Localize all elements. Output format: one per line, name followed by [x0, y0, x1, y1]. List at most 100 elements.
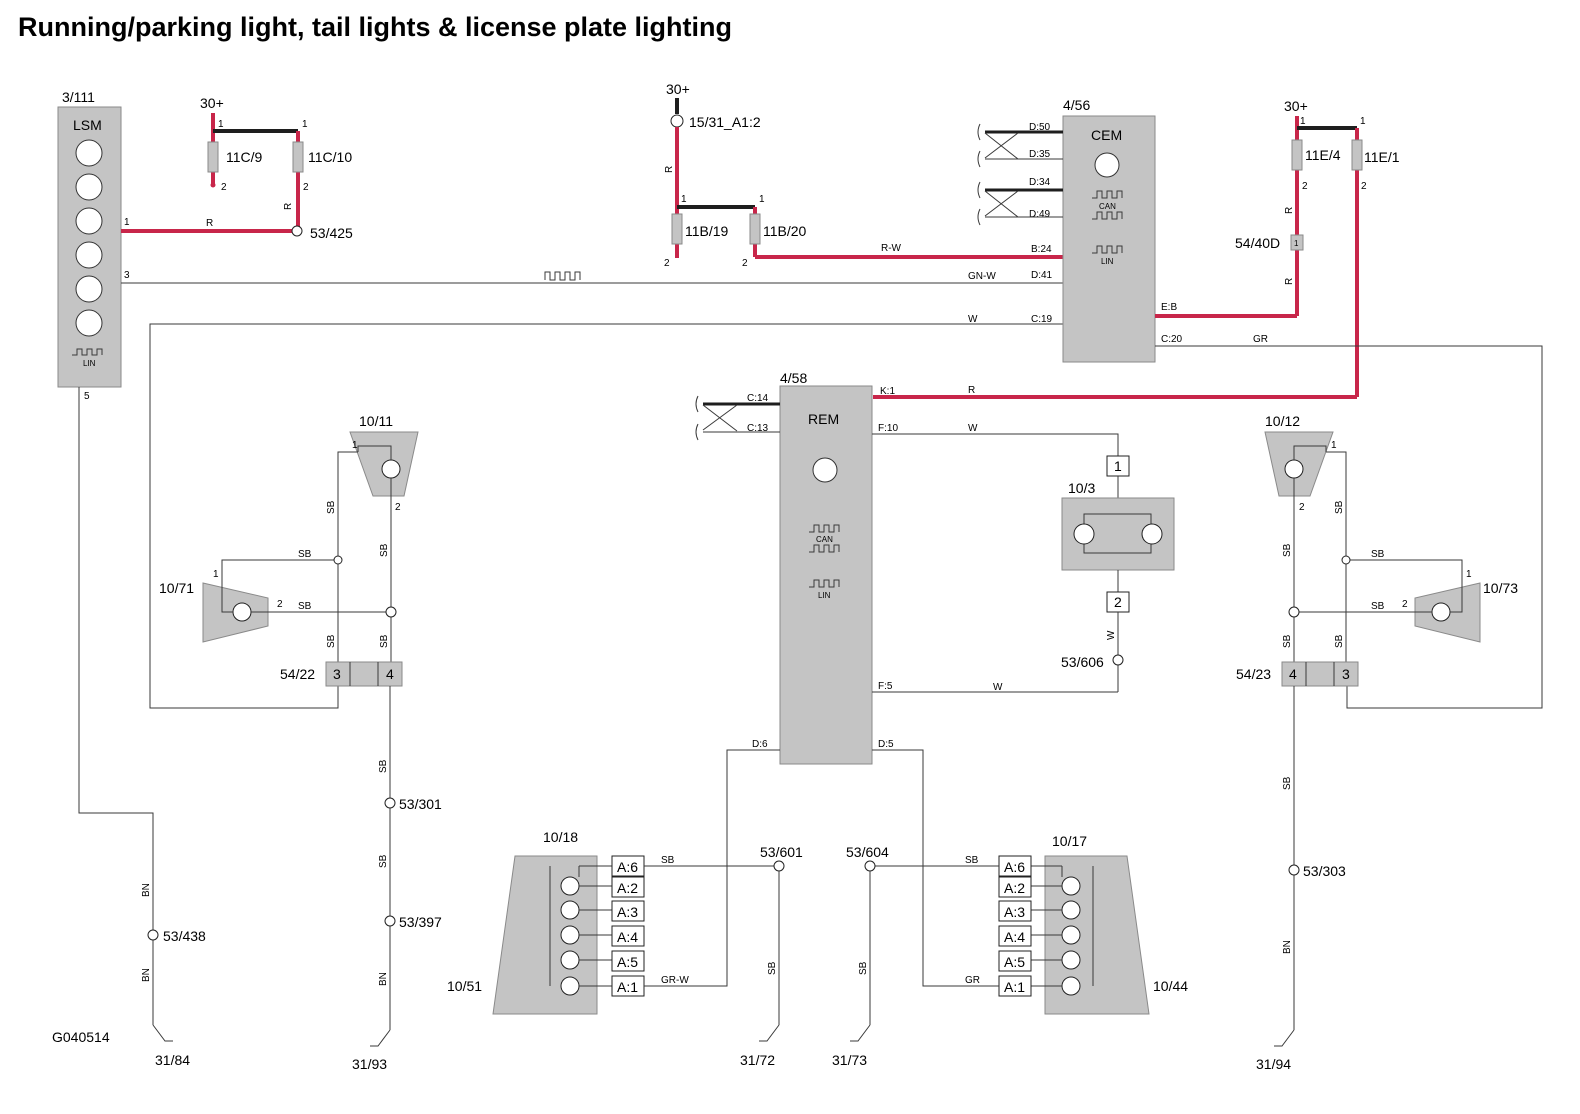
fuse-11e1-ref: 11E/1 [1364, 149, 1400, 165]
svg-text:1: 1 [759, 194, 765, 205]
cem-ref: 4/56 [1063, 97, 1090, 113]
lamp-10-51-ref: 10/51 [447, 978, 482, 994]
svg-text:2: 2 [277, 599, 283, 610]
splice-53-397 [384, 915, 396, 927]
ground-31-94: 31/94 [1256, 1056, 1291, 1072]
svg-text:SB: SB [1282, 776, 1293, 790]
svg-text:BN: BN [1282, 940, 1293, 954]
rear-left-lamp: 10/18 10/51 A:6 A:2 A:3 A:4 A:5 A:1 SB 5… [447, 749, 803, 1068]
lamp-10-12-ref: 10/12 [1265, 413, 1300, 429]
svg-text:R: R [1284, 207, 1295, 214]
fog-light-icon [75, 207, 103, 235]
svg-text:53/438: 53/438 [163, 928, 206, 944]
svg-text:1: 1 [1294, 239, 1299, 248]
svg-text:SB: SB [298, 601, 312, 612]
svg-text:SB: SB [326, 634, 337, 648]
splice-53-301 [384, 797, 396, 809]
rem-lin-icon [809, 579, 840, 588]
svg-text:3: 3 [333, 666, 341, 682]
svg-text:R: R [206, 218, 213, 229]
svg-text:SB: SB [1371, 601, 1385, 612]
svg-text:2: 2 [1299, 502, 1305, 513]
rear-right-bulb-2 [1061, 900, 1081, 920]
svg-text:2: 2 [395, 502, 401, 513]
rear-right-connector: A:6 A:2 A:3 A:4 A:5 A:1 [998, 855, 1032, 997]
fuse-11c9 [207, 141, 219, 173]
splice-53-303 [1288, 864, 1300, 876]
cem-transistor-icon [1094, 152, 1120, 178]
svg-text:SB: SB [1334, 500, 1345, 514]
fuse-11c10-ref: 11C/10 [308, 149, 352, 165]
ground-31-94-symbol [1274, 1029, 1295, 1047]
headlight-icon [75, 241, 103, 269]
lsm-lin-label: LIN [83, 359, 96, 368]
light-switch-icon [75, 139, 103, 167]
svg-text:A:5: A:5 [1004, 954, 1025, 970]
signal-waveform-icon [544, 271, 581, 281]
supply-30-middle: 30+ [666, 81, 690, 97]
svg-text:SB: SB [858, 961, 869, 975]
svg-text:SB: SB [378, 854, 389, 868]
svg-text:A:2: A:2 [1004, 880, 1025, 896]
fuse-group-right: 30+ 11E/4 11E/1 1 1 2 2 R 1 54/40D R R [873, 98, 1400, 399]
svg-text:2: 2 [221, 182, 227, 193]
transistor-icon [75, 309, 103, 337]
rear-left-bulb-3 [560, 925, 580, 945]
svg-text:53/397: 53/397 [399, 914, 442, 930]
svg-text:SB: SB [1282, 543, 1293, 557]
lsm-pin-1: 1 [124, 217, 130, 228]
svg-text:3: 3 [1342, 666, 1350, 682]
svg-text:1: 1 [213, 569, 219, 580]
rear-left-bulb-4 [560, 950, 580, 970]
front-right-lamps: 10/12 1 2 SB SB 10/73 1 2 SB SB SB SB 4 … [1236, 413, 1518, 1072]
cem-lin-icon [1092, 245, 1123, 254]
svg-text:A:4: A:4 [1004, 929, 1025, 945]
lamp-10-73-ref: 10/73 [1483, 580, 1518, 596]
svg-text:B:24: B:24 [1031, 244, 1052, 255]
svg-text:R: R [283, 203, 294, 210]
svg-text:D:34: D:34 [1029, 177, 1051, 188]
svg-text:D:49: D:49 [1029, 209, 1051, 220]
svg-text:R-W: R-W [881, 243, 902, 254]
lsm-ref: 3/111 [62, 89, 95, 105]
lsm-module: 3/111 LSM LIN 1 3 5 [57, 89, 130, 402]
svg-text:E:B: E:B [1161, 302, 1177, 313]
plate-bulb-left [1073, 523, 1095, 545]
ground-31-84: 31/84 [155, 1052, 190, 1068]
svg-text:W: W [993, 682, 1003, 693]
plate-lamp: 1 10/3 2 W 53/606 W [872, 455, 1175, 693]
fuse-11c9-ref: 11C/9 [226, 149, 263, 165]
svg-text:C:19: C:19 [1031, 314, 1053, 325]
svg-text:BN: BN [141, 968, 152, 982]
svg-text:2: 2 [742, 258, 748, 269]
svg-text:SB: SB [379, 634, 390, 648]
fuse-11e1 [1351, 139, 1363, 171]
rear-right-bulb-3 [1061, 925, 1081, 945]
svg-text:LIN: LIN [818, 591, 831, 600]
rem-ref: 4/58 [780, 370, 807, 386]
rear-left-bulb-2 [560, 900, 580, 920]
svg-text:BN: BN [378, 972, 389, 986]
fuse-11e4-ref: 11E/4 [1305, 147, 1341, 163]
svg-text:SB: SB [1371, 549, 1385, 560]
svg-text:SB: SB [1334, 634, 1345, 648]
svg-text:SB: SB [378, 759, 389, 773]
splice-53-606-ref: 53/606 [1061, 654, 1104, 670]
svg-text:53/601: 53/601 [760, 844, 803, 860]
svg-text:CAN: CAN [816, 535, 833, 544]
cem-can-icon [1092, 190, 1123, 199]
svg-text:SB: SB [661, 855, 675, 866]
svg-text:D:6: D:6 [752, 739, 768, 750]
svg-text:W: W [968, 314, 978, 325]
svg-text:R: R [1284, 278, 1295, 285]
rear-right-bulb-5 [1061, 976, 1081, 996]
fuse-group-middle: 30+ 15/31_A1:2 11B/19 11B/20 R 1 1 2 2 R… [664, 81, 1063, 269]
svg-text:1: 1 [1114, 458, 1122, 474]
ground-31-73-symbol [850, 1024, 871, 1042]
splice-53-604 [864, 860, 876, 872]
svg-text:C:13: C:13 [747, 423, 769, 434]
rem-transistor-icon [812, 457, 838, 483]
svg-text:A:4: A:4 [617, 929, 638, 945]
svg-text:2: 2 [1402, 599, 1408, 610]
